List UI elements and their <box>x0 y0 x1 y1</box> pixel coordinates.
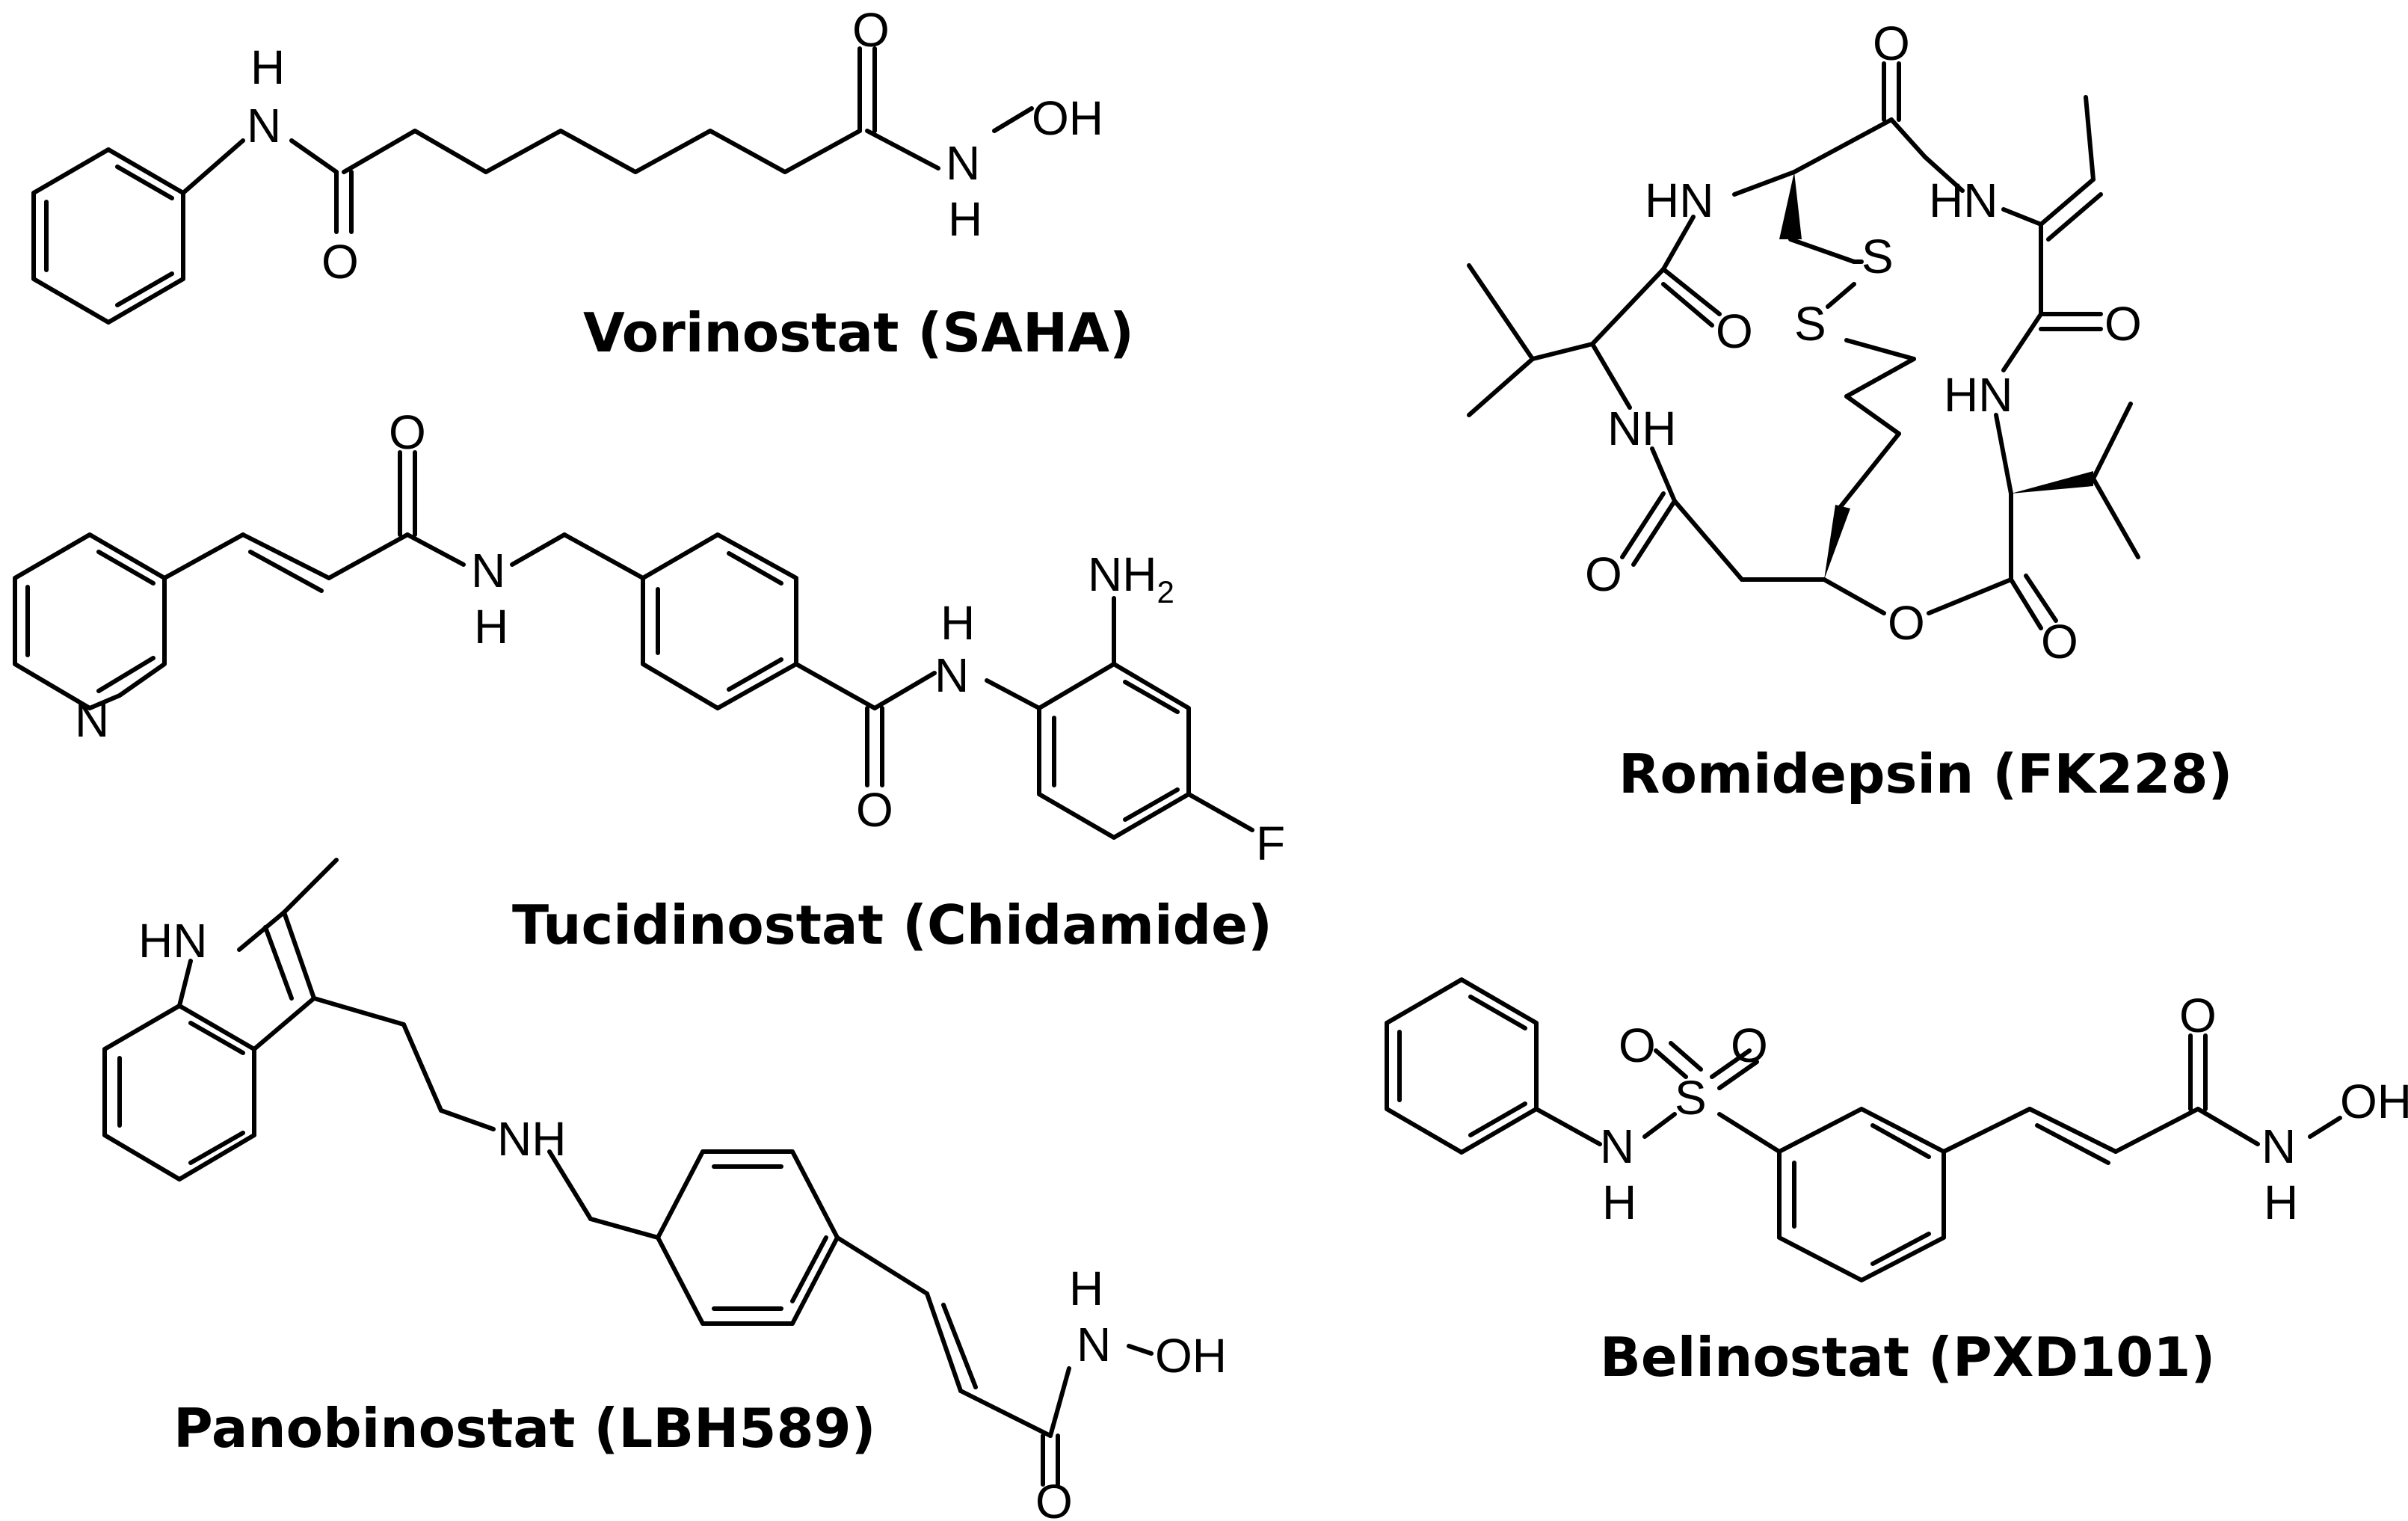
belinostat-atom-n: N <box>1600 1119 1634 1173</box>
vorinostat-atom-n2: N <box>946 136 980 190</box>
panobinostat-atom-oh: OH <box>1155 1329 1227 1383</box>
romidepsin-atom-o-lower-right: O <box>2041 615 2078 669</box>
vorinostat-atom-oh: OH <box>1032 91 1103 145</box>
panobinostat-label: Panobinostat (LBH589) <box>173 1397 876 1460</box>
belinostat-atom-o2: O <box>1731 1018 1768 1072</box>
belinostat-atom-o3: O <box>2179 989 2217 1042</box>
tucidinostat-label: Tucidinostat (Chidamide) <box>512 894 1272 956</box>
tucidinostat-atom-o2: O <box>856 783 893 837</box>
romidepsin-label: Romidepsin (FK228) <box>1619 743 2232 805</box>
belinostat-atom-oh: OH <box>2340 1075 2408 1128</box>
tucidinostat-atom-n2: N <box>934 648 969 702</box>
romidepsin-atom-nh-left: NH <box>1607 402 1676 455</box>
tucidinostat-atom-nh2: NH2 <box>1088 547 1174 609</box>
panobinostat-atom-h: H <box>1069 1262 1103 1315</box>
vorinostat-atom-h2: H <box>948 192 982 246</box>
belinostat-atom-n2: N <box>2261 1119 2296 1173</box>
vorinostat-atom-n: N <box>247 99 281 153</box>
panobinostat-structure <box>102 858 1154 1487</box>
belinostat-atom-h: H <box>1602 1176 1636 1229</box>
panobinostat-atom-n: N <box>1077 1318 1111 1371</box>
romidepsin-atom-o-lower-left: O <box>1585 547 1622 601</box>
tucidinostat-atom-o: O <box>389 405 426 459</box>
tucidinostat-atom-h2: H <box>940 596 975 650</box>
panobinostat-atom-hn: HN <box>138 914 207 968</box>
belinostat-atom-s: S <box>1675 1071 1707 1125</box>
vorinostat-atom-h: H <box>250 40 285 94</box>
romidepsin-atom-hn-left: HN <box>1645 173 1713 227</box>
panobinostat-atom-nh: NH <box>497 1112 566 1166</box>
romidepsin-atom-o-top: O <box>1873 16 1910 70</box>
tucidinostat-atom-h: H <box>474 600 508 654</box>
romidepsin-atom-o-ester: O <box>1888 596 1925 650</box>
tucidinostat-structure <box>13 450 1254 840</box>
romidepsin-atom-s2: S <box>1794 297 1826 351</box>
belinostat-atom-h2: H <box>2264 1176 2298 1229</box>
vorinostat-atom-o2: O <box>852 3 890 57</box>
romidepsin-atom-s1: S <box>1862 230 1894 283</box>
romidepsin-atom-o-left: O <box>1716 304 1753 358</box>
romidepsin-atom-hn-lower: HN <box>1944 368 2013 422</box>
romidepsin-atom-hn-right: HN <box>1929 173 1998 227</box>
tucidinostat-atom-n: N <box>471 544 505 597</box>
belinostat-label: Belinostat (PXD101) <box>1600 1326 2215 1389</box>
romidepsin-atom-o-right: O <box>2104 297 2142 351</box>
vorinostat-atom-o: O <box>321 235 359 289</box>
belinostat-structure <box>1385 977 2342 1282</box>
panobinostat-atom-o: O <box>1035 1475 1073 1521</box>
tucidinostat-atom-f: F <box>1256 817 1285 870</box>
vorinostat-structure <box>31 46 1034 325</box>
vorinostat-label: Vorinostat (SAHA) <box>583 301 1134 364</box>
romidepsin-structure <box>1467 61 2140 630</box>
belinostat-atom-o1: O <box>1619 1018 1656 1072</box>
tucidinostat-atom-pyridine-n: N <box>75 693 109 747</box>
